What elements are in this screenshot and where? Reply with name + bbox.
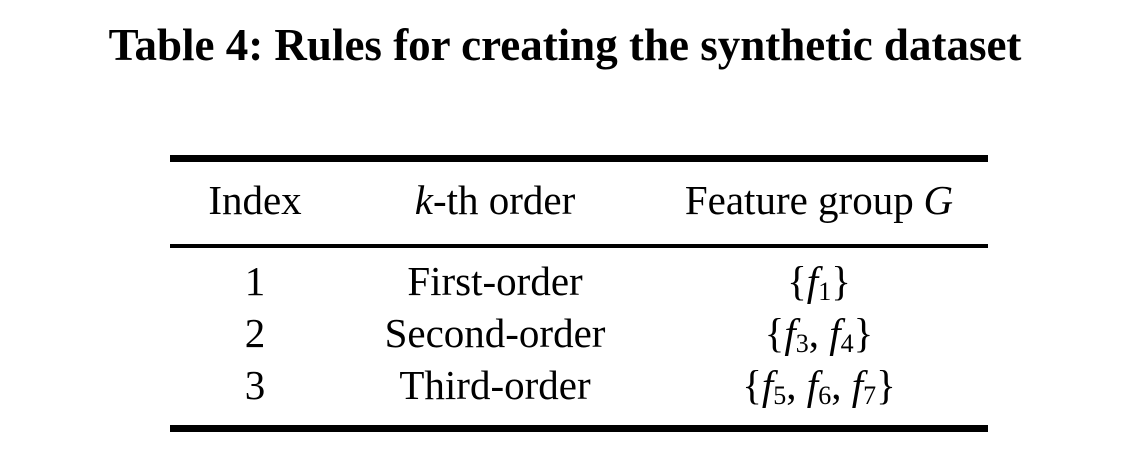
col-header-order-rest: -th order xyxy=(432,177,576,223)
cell-feature-group: {f5, f6, f7} xyxy=(742,362,896,410)
feature-subscript: 5 xyxy=(773,380,787,410)
cell-order: First-order xyxy=(407,258,583,305)
cell-feature-group: {f3, f4} xyxy=(764,310,874,358)
feature-symbol: f xyxy=(806,362,819,409)
table-caption: Table 4: Rules for creating the syntheti… xyxy=(108,20,1022,70)
table-row: 2 Second-order {f3, f4} xyxy=(170,306,988,361)
table-row: 3 Third-order {f5, f6, f7} xyxy=(170,361,988,429)
feature-symbol: f xyxy=(851,362,864,409)
feature-subscript: 7 xyxy=(863,380,877,410)
feature-symbol: f xyxy=(806,258,819,305)
cell-index: 2 xyxy=(244,310,266,357)
feature-symbol: f xyxy=(829,310,841,357)
col-header-index: Index xyxy=(170,159,340,247)
feature-symbol: f xyxy=(784,310,796,357)
col-header-index-label: Index xyxy=(208,177,302,223)
col-header-order-k: k xyxy=(414,177,433,223)
feature-symbol: f xyxy=(761,362,774,409)
col-header-group-g: G xyxy=(923,177,954,223)
cell-feature-group: {f1} xyxy=(787,258,851,306)
cell-index: 1 xyxy=(244,258,266,305)
feature-subscript: 4 xyxy=(840,328,854,358)
feature-subscript: 1 xyxy=(818,276,832,306)
feature-subscript: 3 xyxy=(795,328,809,358)
col-header-order: k-th order xyxy=(340,159,650,247)
table-row: 1 First-order {f1} xyxy=(170,246,988,306)
cell-index: 3 xyxy=(244,362,266,409)
cell-order: Second-order xyxy=(384,310,606,357)
col-header-group-text: Feature group xyxy=(684,177,914,223)
feature-subscript: 6 xyxy=(818,380,832,410)
cell-order: Third-order xyxy=(399,362,591,409)
